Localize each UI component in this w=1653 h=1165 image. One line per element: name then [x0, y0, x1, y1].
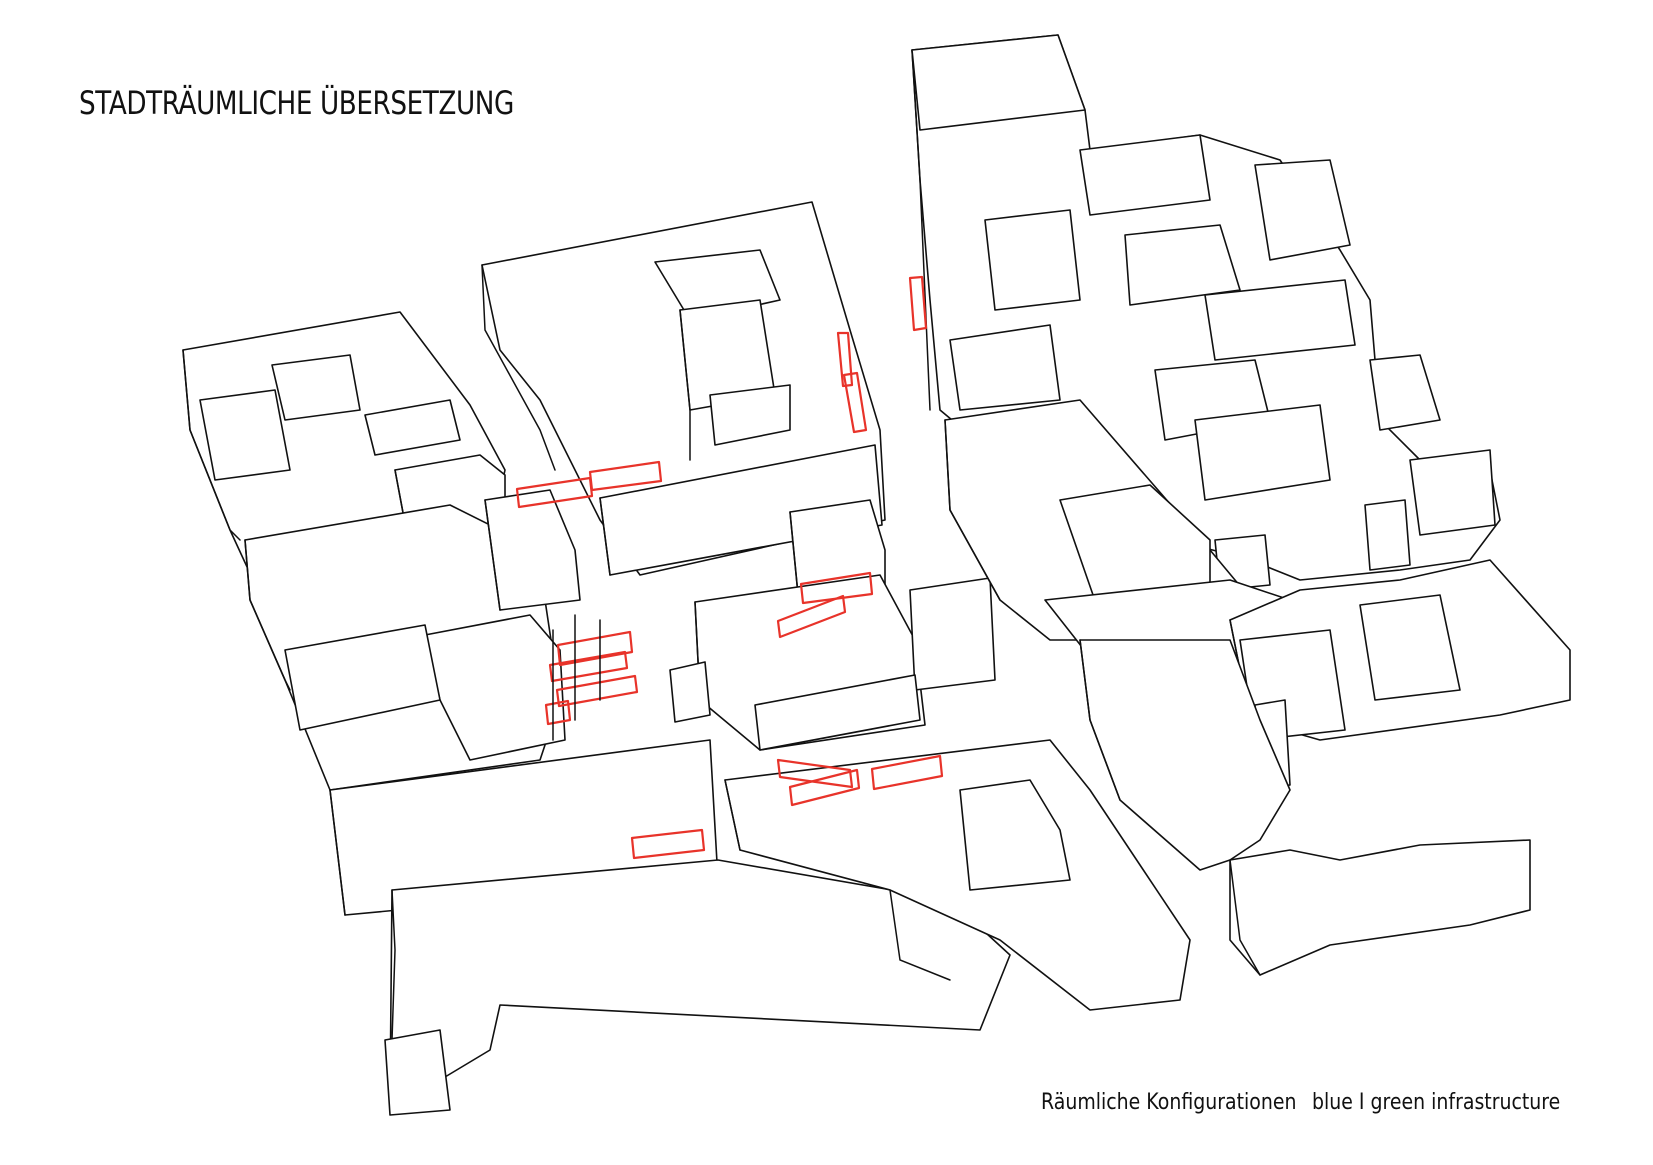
caption-left: Räumliche Konfigurationen — [1041, 1090, 1297, 1115]
intervention-modules — [515, 275, 944, 860]
intervention-module — [544, 699, 572, 726]
intervention-module — [776, 758, 854, 789]
intervention-module — [870, 754, 944, 791]
intervention-module — [555, 674, 639, 708]
intervention-module — [776, 594, 847, 639]
intervention-module — [799, 571, 874, 605]
building-block-right-south — [1079, 639, 1531, 976]
page-title: STADTRÄUMLICHE ÜBERSETZUNG — [79, 84, 514, 122]
figure-caption: Räumliche Konfigurationen blue I green in… — [1041, 1090, 1560, 1115]
intervention-module — [588, 460, 663, 492]
intervention-module — [908, 275, 928, 332]
building-block-left-lower — [244, 489, 581, 791]
building-block-center-south — [724, 739, 1191, 1011]
intervention-module — [842, 371, 868, 434]
intervention-module — [788, 768, 861, 807]
building-block-south-strip — [329, 739, 1011, 1116]
building-block-far-right — [1229, 559, 1571, 791]
caption-right: blue I green infrastructure — [1311, 1090, 1561, 1115]
intervention-module — [836, 331, 854, 388]
building-block-center — [669, 574, 996, 751]
intervention-module — [630, 828, 706, 860]
intervention-module — [515, 476, 594, 509]
intervention-module — [556, 630, 634, 667]
building-block-center-upper — [481, 201, 886, 616]
